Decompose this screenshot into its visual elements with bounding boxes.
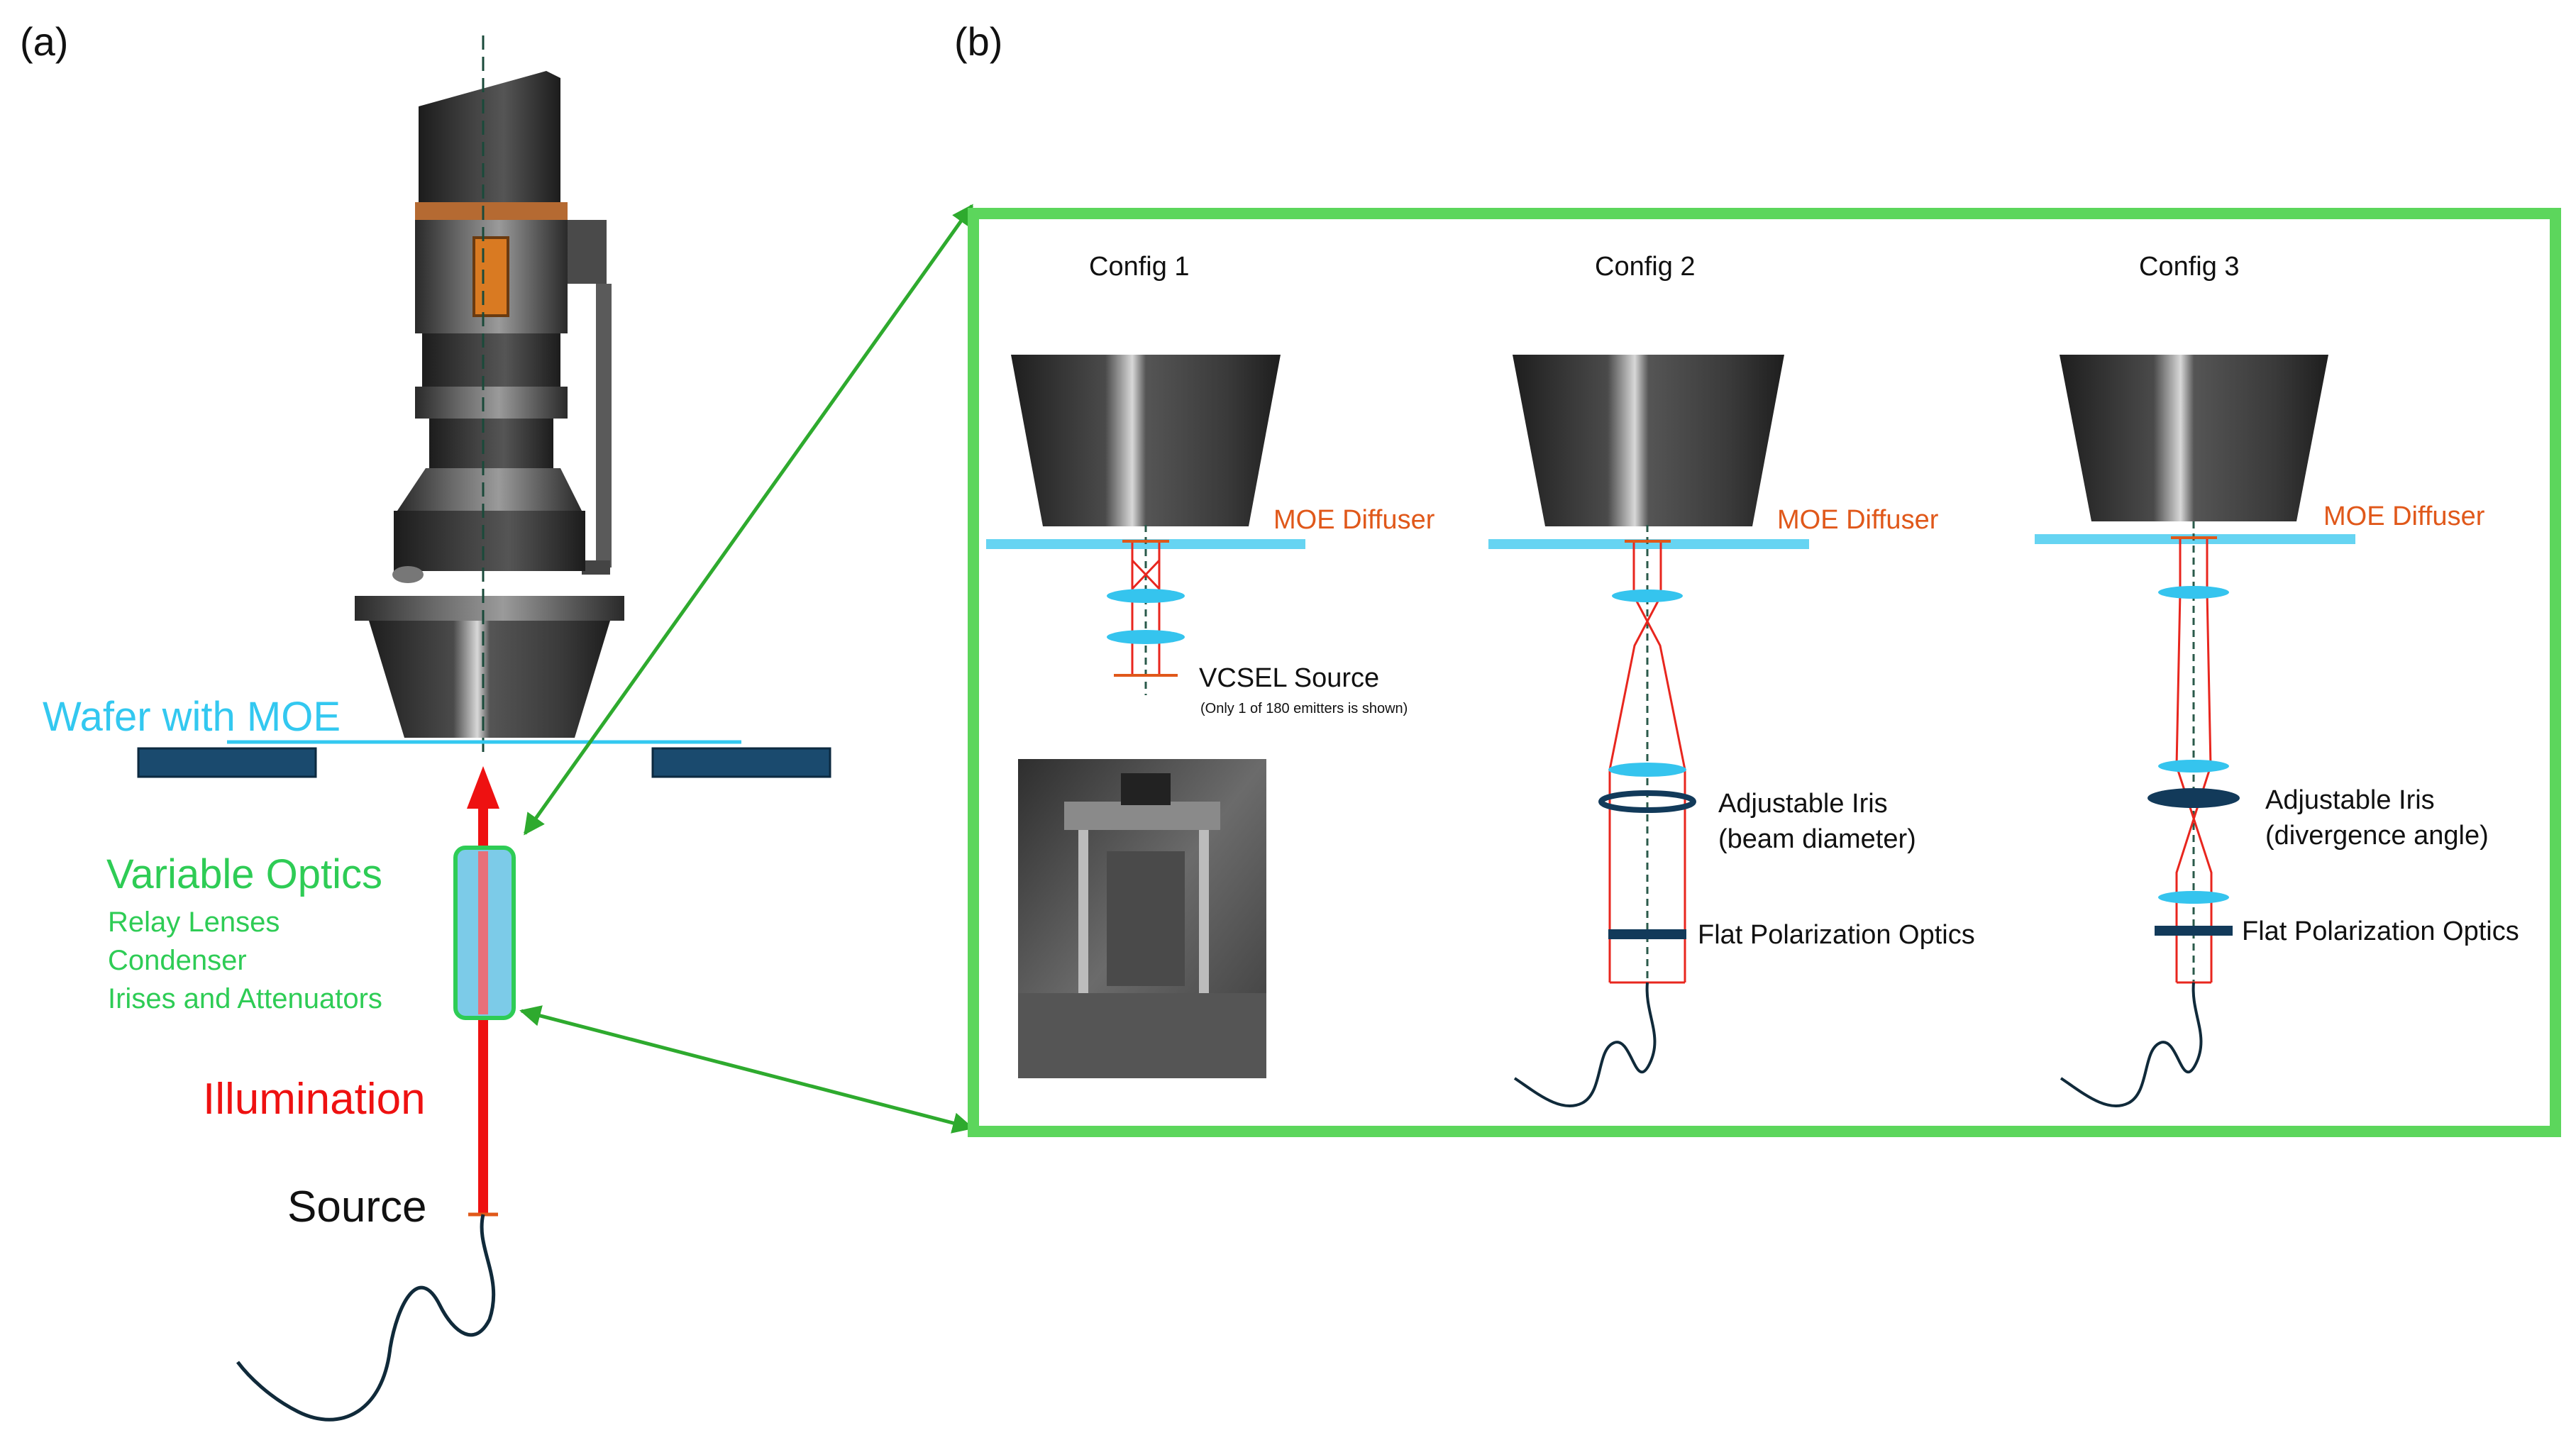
config-1: Config 1 MOE Diffuser VCSEL Source (Only… — [986, 252, 1435, 1078]
source-fiber — [236, 1214, 496, 1422]
setup-photo — [1018, 759, 1266, 1078]
lens — [1107, 589, 1185, 603]
lens — [1107, 630, 1185, 644]
source-label: Source — [287, 1183, 426, 1231]
iris-label-sub: (divergence angle) — [2265, 821, 2489, 851]
polarization-label: Flat Polarization Optics — [1698, 920, 1975, 950]
objective-lens — [1513, 355, 1784, 526]
variable-optics-item: Condenser — [108, 945, 247, 976]
diffuser-label: MOE Diffuser — [1273, 505, 1435, 535]
connector-arrow-top — [523, 204, 974, 836]
objective-lens — [1011, 355, 1281, 526]
diffuser-label: MOE Diffuser — [1777, 505, 1939, 535]
polarization-label: Flat Polarization Optics — [2242, 917, 2519, 946]
lens — [2158, 760, 2229, 773]
iris-label: Adjustable Iris — [1718, 789, 1888, 819]
panel-b-label: (b) — [954, 19, 1002, 64]
fiber — [1513, 982, 1657, 1108]
diffuser-label: MOE Diffuser — [2323, 502, 2485, 531]
lens — [2158, 586, 2229, 599]
panel-a-label: (a) — [20, 19, 68, 64]
vcsel-source-label: VCSEL Source — [1199, 663, 1379, 693]
vcsel-source-note: (Only 1 of 180 emitters is shown) — [1200, 701, 1408, 716]
variable-optics-title: Variable Optics — [106, 851, 382, 897]
wafer-label: Wafer with MOE — [43, 694, 341, 740]
illumination-label: Illumination — [203, 1075, 426, 1124]
config-2: Config 2 MOE Diffuser Adjustable Iris (b… — [1488, 252, 1975, 1108]
illumination-arrowhead — [467, 766, 499, 809]
variable-optics-item: Irises and Attenuators — [108, 983, 382, 1014]
fiber — [2060, 982, 2203, 1108]
microscope-illustration — [355, 71, 624, 738]
lens — [1608, 763, 1686, 777]
polarization-optic — [2155, 926, 2233, 936]
config-title: Config 2 — [1595, 252, 1696, 282]
config-title: Config 1 — [1089, 252, 1190, 282]
wafer-stage-right — [651, 747, 831, 778]
wafer-stage-left — [137, 747, 317, 778]
config-title: Config 3 — [2139, 252, 2240, 282]
beam-path — [1131, 543, 1161, 674]
config-3: Config 3 MOE Diffuser Adjustable Iris (d… — [2035, 252, 2519, 1108]
polarization-optic — [1608, 929, 1686, 939]
variable-optics-item: Relay Lenses — [108, 907, 280, 938]
lens — [1612, 589, 1683, 602]
iris-label-sub: (beam diameter) — [1718, 824, 1916, 854]
adjustable-iris — [2147, 788, 2240, 808]
connector-arrow-bottom — [519, 1005, 974, 1134]
iris-label: Adjustable Iris — [2265, 785, 2435, 815]
lens — [2158, 891, 2229, 904]
objective-lens — [2060, 355, 2328, 521]
diffuser-plate — [1488, 539, 1809, 549]
adjustable-iris — [1598, 790, 1696, 813]
